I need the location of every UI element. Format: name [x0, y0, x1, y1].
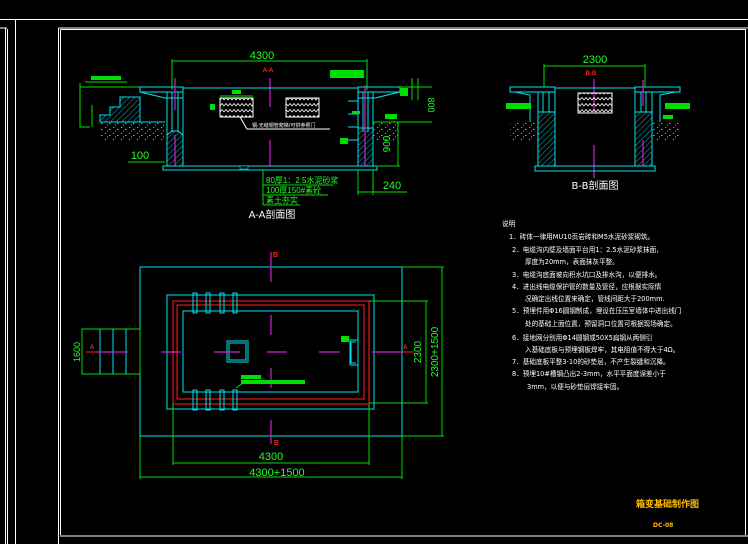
plan-mark-b-bottom: B [274, 440, 279, 447]
note-line: 2．电缆沟内壁及墙面平台用1：2.5水泥砂浆抹面， [512, 245, 663, 254]
note-line: 1．砖体一律用MU10页岩砖和M5水泥砂浆砌筑。 [509, 232, 654, 241]
drawing-title: 箱变基础制作图 [636, 498, 699, 510]
aa-width-dimension: 4300 [250, 50, 274, 62]
note-line: 4．进出线电缆保护管的数量及管径，应根据实际情 [512, 282, 662, 291]
aa-layer-1: 80厚1：2.5水泥砂浆 [266, 175, 338, 185]
elevation-label-mark [91, 76, 121, 80]
note-line: 厚度为20mm，表面抹灰平整。 [525, 257, 619, 266]
plan-mark-b-top: B [273, 252, 278, 259]
drawing-code: DC-08 [653, 522, 673, 529]
plan-mark-a-right: A [403, 345, 408, 351]
plan-mark-a-left: A [90, 345, 95, 351]
note-line: 7．基础底板平整3-10的砂垫层，不产生裂缝和沉降。 [512, 357, 670, 366]
aa-ladder-callout: 钢-无缝钢管爬梯/可供参照门 [252, 122, 316, 129]
ladder-rungs-top [192, 292, 238, 314]
section-aa: 4300 A-A [79, 50, 436, 221]
section-bb: 2300 B-B B-B剖面图 [506, 54, 690, 192]
aa-wall-dimension: 100 [131, 150, 149, 162]
note-line: 6．接地网分别用Φ14圆钢或50X5扁钢从两侧引 [512, 333, 652, 342]
aa-layer-3: 素土夯实 [266, 195, 298, 205]
bb-section-mark: B-B [586, 71, 597, 77]
aa-layer-2: 100厚150#素砼 [266, 185, 321, 195]
title-block: 箱变基础制作图 DC-08 [636, 498, 699, 529]
plan-stair-dimension: 1600 [72, 342, 82, 362]
aa-section-mark: A-A [263, 68, 274, 74]
aa-base-dimension: 240 [383, 180, 401, 192]
plan-inner-depth: 2300 [413, 340, 424, 363]
aa-upper-dimension: 800 [426, 97, 436, 112]
plan-outer-depth: 2300+1500 [430, 326, 441, 377]
note-line: 3．电缆沟底面坡向积水坑口及排水沟，以便排水。 [512, 270, 661, 279]
bb-caption: B-B剖面图 [572, 179, 619, 192]
drawing-frame [0, 19, 748, 544]
bb-width-dimension: 2300 [583, 54, 607, 66]
note-line: 8．预埋10#槽钢凸出2-3mm，水平平面度误差小于 [512, 369, 666, 378]
note-line: 处的基础上面位置，预留洞口位置可根据现场确定。 [525, 319, 677, 328]
plan-inner-width: 4300 [259, 451, 283, 463]
aa-depth-dimension: 900 [382, 135, 393, 152]
notes: 说明 1．砖体一律用MU10页岩砖和M5水泥砂浆砌筑。 2．电缆沟内壁及墙面平台… [502, 219, 681, 391]
note-line: 入基础底板与预埋钢板焊牢，其电阻值不得大于4Ω。 [525, 345, 679, 354]
note-line: 况确定出线位置来确定，管线间距大于200mm. [525, 294, 665, 303]
aa-caption: A-A剖面图 [249, 208, 296, 221]
plan-outer-width: 4300+1500 [249, 467, 304, 479]
plan-view: B B A A 4300 4300+1500 2300 2300+1500 16… [72, 252, 444, 479]
note-line: 5．预埋件用Φ16圆钢制成，埋设在压压室墙体中进出线门 [512, 306, 681, 315]
note-line: 3mm，以便与砂垫层焊接牢固。 [527, 382, 623, 391]
ladder-rungs-bottom [192, 389, 238, 411]
notes-title: 说明 [502, 219, 516, 228]
